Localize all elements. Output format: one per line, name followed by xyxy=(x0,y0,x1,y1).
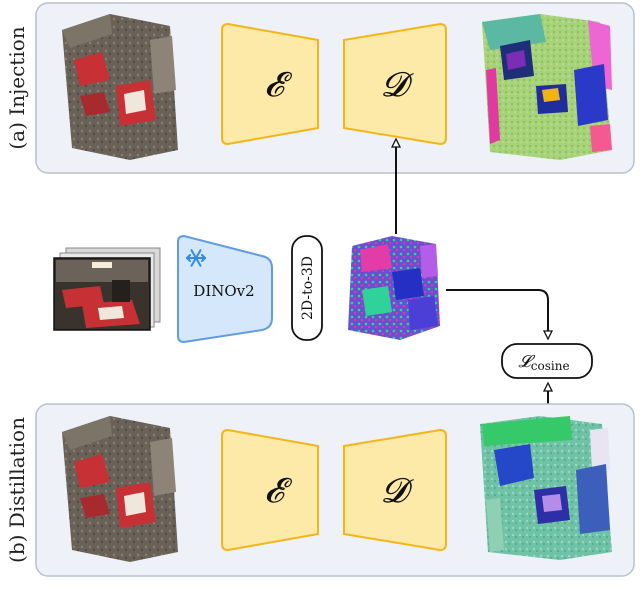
feature-pointcloud xyxy=(348,236,440,340)
distillation-output-pointcloud xyxy=(480,416,612,560)
dinov2-label: DINOv2 xyxy=(193,282,254,300)
dinov2-block xyxy=(177,234,273,344)
input-image-stack xyxy=(53,247,161,331)
injection-panel: (a) Injection 𝓔 𝓓 xyxy=(5,2,635,174)
cosine-loss-box xyxy=(501,343,593,379)
loss-subscript: cosine xyxy=(531,359,570,373)
distillation-panel-label: (b) Distillation xyxy=(5,417,29,563)
distillation-panel: (b) Distillation 𝓔 𝓓 xyxy=(5,403,635,577)
input-room-image xyxy=(53,257,151,331)
injection-output-pointcloud xyxy=(482,14,612,160)
injection-panel-label: (a) Injection xyxy=(5,26,29,149)
lifting-label: 2D-to-3D xyxy=(300,256,316,320)
injection-input-pointcloud xyxy=(62,14,178,160)
snowflake-icon xyxy=(186,249,206,267)
feature-to-loss-arrow xyxy=(446,289,548,338)
lifting-box xyxy=(291,235,323,341)
injection-encoder-block xyxy=(221,22,319,146)
injection-decoder-block xyxy=(343,22,447,146)
distillation-encoder-block xyxy=(221,428,319,552)
distillation-input-pointcloud xyxy=(62,416,178,562)
distillation-decoder-block xyxy=(343,428,447,552)
